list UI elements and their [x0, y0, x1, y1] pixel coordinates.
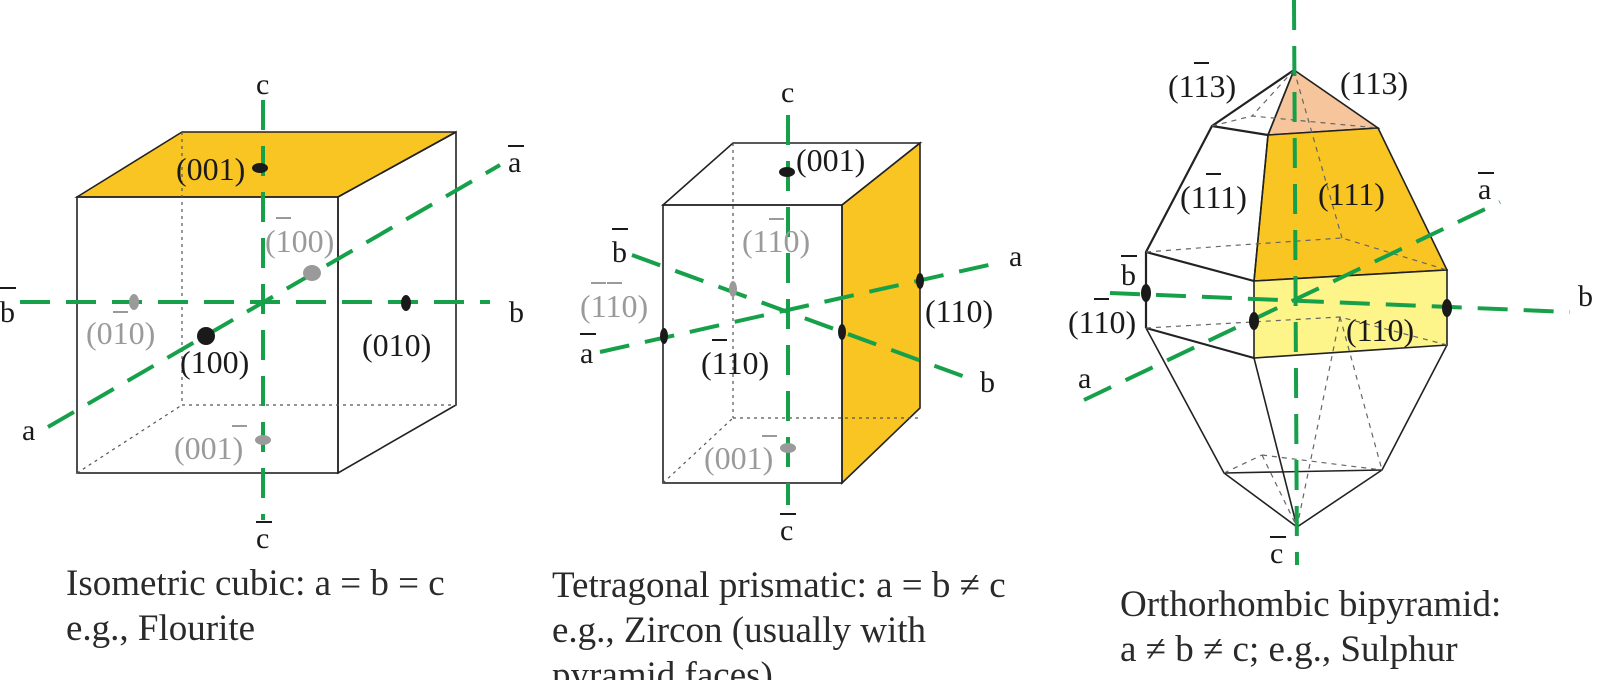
axis-label-c: c — [256, 68, 269, 101]
axis-label-a-bar: a — [580, 333, 596, 370]
tetragonal-caption-line-2: e.g., Zircon (usually with — [552, 610, 927, 651]
axis-label-b-bar: b — [0, 287, 16, 329]
face-label-001-bar: (001) — [704, 440, 773, 476]
axis-label-c-bar: c — [256, 521, 272, 555]
pole-001-bar — [255, 435, 271, 445]
tetragonal-panel: c c a a b b (001) (110) (110) (110) (110… — [552, 76, 1022, 680]
svg-text:a: a — [580, 337, 593, 370]
bipyramid-c-axis — [1292, 0, 1299, 566]
axis-label-b: b — [1578, 280, 1593, 313]
tetragonal-caption-line-1: Tetragonal prismatic: a = b ≠ c — [552, 565, 1006, 606]
pole-bar-1-bar-10 — [660, 328, 668, 344]
pole-100-bar — [303, 265, 321, 281]
svg-text:b: b — [1121, 259, 1136, 292]
svg-text:a: a — [508, 146, 521, 179]
svg-text:c: c — [780, 514, 793, 547]
axis-label-a: a — [1078, 362, 1091, 395]
face-label-1-bar-13: (113) — [1168, 68, 1236, 104]
bipyramid-b-axis — [1109, 291, 1571, 314]
pole-100 — [197, 327, 215, 345]
prism-b-axis — [631, 253, 969, 380]
axis-label-b: b — [509, 296, 524, 329]
axis-label-a-bar: a — [1478, 172, 1494, 206]
face-label-100-bar: (100) — [265, 223, 334, 259]
bipyramid-a-axis — [1083, 200, 1501, 402]
face-label-110: (110) — [1346, 312, 1414, 348]
axis-label-a: a — [1009, 240, 1022, 273]
pole-001-bar — [780, 443, 796, 453]
face-label-001: (001) — [176, 151, 245, 187]
pole-010-bar — [129, 294, 139, 310]
face-label-010: (010) — [362, 327, 431, 363]
pole-bar-110 — [838, 324, 846, 340]
pole-1-bar-10 — [1141, 284, 1151, 302]
cube-a-axis — [46, 163, 502, 429]
prism-front-face — [662, 204, 843, 484]
axis-label-b-bar: b — [1121, 255, 1137, 292]
orthorhombic-panel: c a a b b (113) (113) (111) (111) (110) … — [1068, 0, 1593, 670]
pole-110 — [916, 273, 924, 289]
face-label-1-bar-10: (110) — [742, 223, 810, 259]
pole-001 — [779, 167, 795, 177]
svg-text:a: a — [1478, 173, 1491, 206]
orthorhombic-caption-line-1: Orthorhombic bipyramid: — [1120, 584, 1501, 625]
axis-label-a: a — [22, 414, 35, 447]
axis-label-c-bar: c — [1270, 536, 1286, 570]
face-label-bar-110: (110) — [701, 345, 769, 381]
face-label-bar-1-bar-10: (110) — [580, 288, 648, 324]
face-label-001: (001) — [796, 142, 865, 178]
prism-face-110 — [841, 141, 921, 485]
axis-label-c-bar: c — [780, 513, 796, 547]
pole-010 — [401, 295, 411, 311]
pole-1-10 — [729, 281, 737, 297]
pole-110-front — [1249, 312, 1259, 330]
pole-001 — [252, 163, 268, 173]
pole-010 — [1442, 299, 1452, 317]
cubic-caption-line-1: Isometric cubic: a = b = c — [66, 563, 445, 604]
svg-text:c: c — [1270, 537, 1283, 570]
svg-text:b: b — [612, 236, 627, 269]
axis-label-b: b — [980, 366, 995, 399]
face-label-1-bar-11: (111) — [1180, 179, 1247, 215]
cubic-panel: c c a a b b (001) (100) (010) (100) (010… — [0, 68, 524, 649]
face-label-113: (113) — [1340, 65, 1408, 101]
face-label-110: (110) — [925, 293, 993, 329]
face-label-010-bar: (010) — [86, 315, 155, 351]
face-label-001-bar: (001) — [174, 430, 243, 466]
face-label-1-bar-10: (110) — [1068, 304, 1136, 340]
orthorhombic-caption-line-2: a ≠ b ≠ c; e.g., Sulphur — [1120, 629, 1458, 670]
axis-label-c: c — [781, 76, 794, 109]
cube-face-001 — [74, 131, 457, 198]
tetragonal-caption-line-3: pyramid faces) — [552, 655, 773, 680]
svg-text:b: b — [0, 296, 15, 329]
face-label-100: (100) — [180, 344, 249, 380]
svg-text:c: c — [256, 522, 269, 555]
axis-label-a-bar: a — [508, 145, 524, 179]
axis-label-b-bar: b — [612, 228, 628, 269]
face-label-111: (111) — [1318, 176, 1385, 212]
cubic-caption-line-2: e.g., Flourite — [66, 608, 255, 649]
